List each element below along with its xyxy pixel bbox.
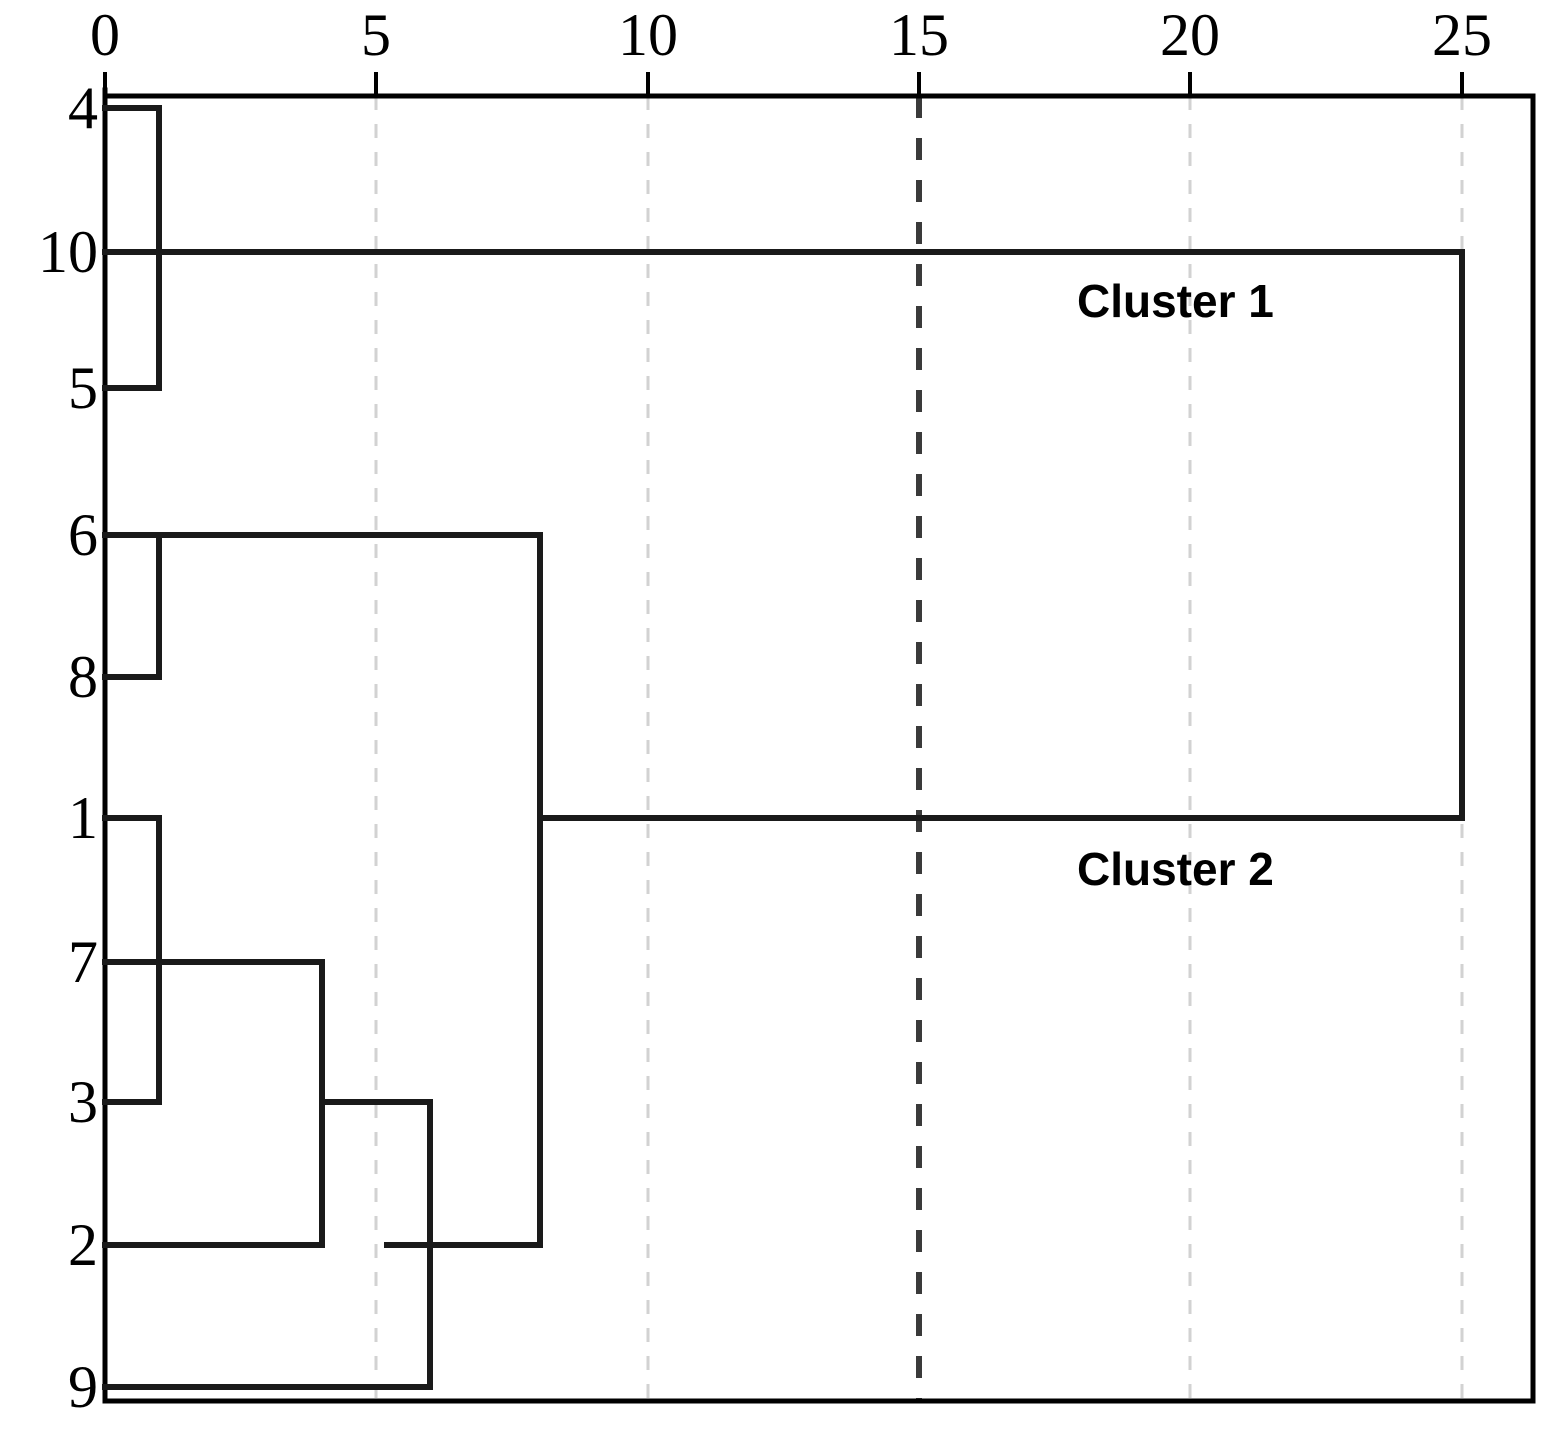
x-tick-label-0: 0 [90,2,120,68]
leaf-label-10: 10 [38,219,98,285]
x-tick-label-10: 10 [618,2,678,68]
leaf-label-8: 8 [68,644,98,710]
leaf-label-4: 4 [68,75,98,141]
x-tick-label-25: 25 [1432,2,1492,68]
x-axis-ticks [103,72,1464,96]
leaf-label-5: 5 [68,355,98,421]
leaf-label-3: 3 [68,1069,98,1135]
dendrogram-links [102,105,1465,1390]
link-merge-68-with-lower [156,532,543,1248]
link-merge-6-8 [102,532,162,680]
x-tick-label-15: 15 [889,2,949,68]
cluster-2-annotation: Cluster 2 [1077,843,1274,895]
cluster-1-annotation: Cluster 1 [1077,275,1274,327]
x-tick-label-5: 5 [361,2,391,68]
leaf-label-2: 2 [68,1212,98,1278]
leaf-label-6: 6 [68,502,98,568]
leaf-label-9: 9 [68,1354,98,1420]
x-tick-label-20: 20 [1160,2,1220,68]
leaf-label-1: 1 [68,785,98,851]
plot-frame [102,87,1536,1404]
leaf-label-7: 7 [68,929,98,995]
link-merge-4-5 [102,105,162,391]
